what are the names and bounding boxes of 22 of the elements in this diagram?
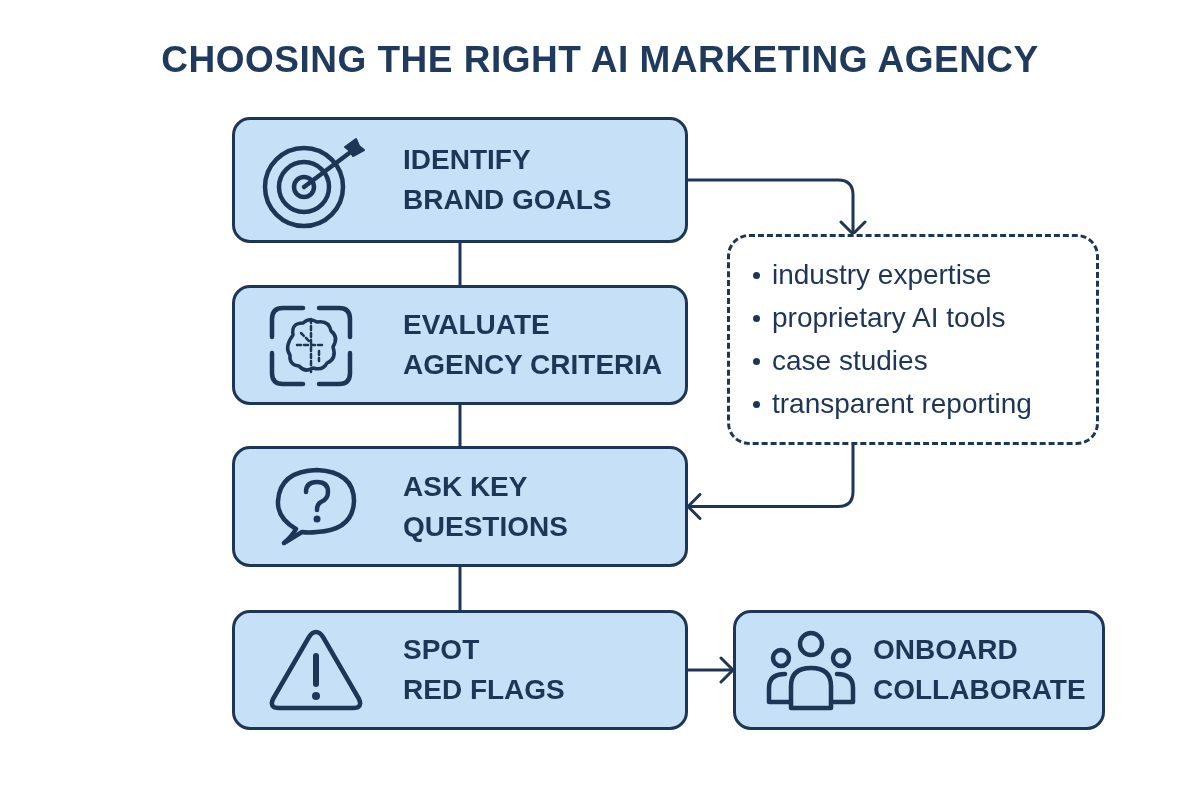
step-title: ASK KEY QUESTIONS: [403, 469, 568, 544]
step-box: [733, 610, 1105, 730]
dashed-box: [727, 234, 1099, 445]
step-title: EVALUATE AGENCY CRITERIA: [403, 308, 663, 382]
step-title: ONBOARD COLLABORATE: [873, 633, 1086, 707]
arrow: [686, 445, 855, 520]
arrow: [688, 656, 735, 684]
list-item: case studies: [772, 344, 928, 378]
list-item: transparent reporting: [772, 387, 1032, 421]
step-box: [232, 610, 688, 730]
step-box: [232, 285, 688, 405]
connector-line: [458, 405, 462, 446]
step-box: [232, 446, 688, 567]
step-title: SPOT RED FLAGS: [403, 633, 565, 707]
list-item: industry expertise: [772, 258, 992, 292]
connector-line: [458, 243, 462, 285]
arrow: [688, 178, 867, 236]
diagram-title: CHOOSING THE RIGHT AI MARKETING AGENCY: [161, 38, 1039, 82]
step-title: IDENTIFY BRAND GOALS: [403, 143, 612, 217]
list-item: proprietary AI tools: [772, 301, 1006, 335]
step-box: [232, 117, 688, 243]
connector-line: [458, 567, 462, 610]
